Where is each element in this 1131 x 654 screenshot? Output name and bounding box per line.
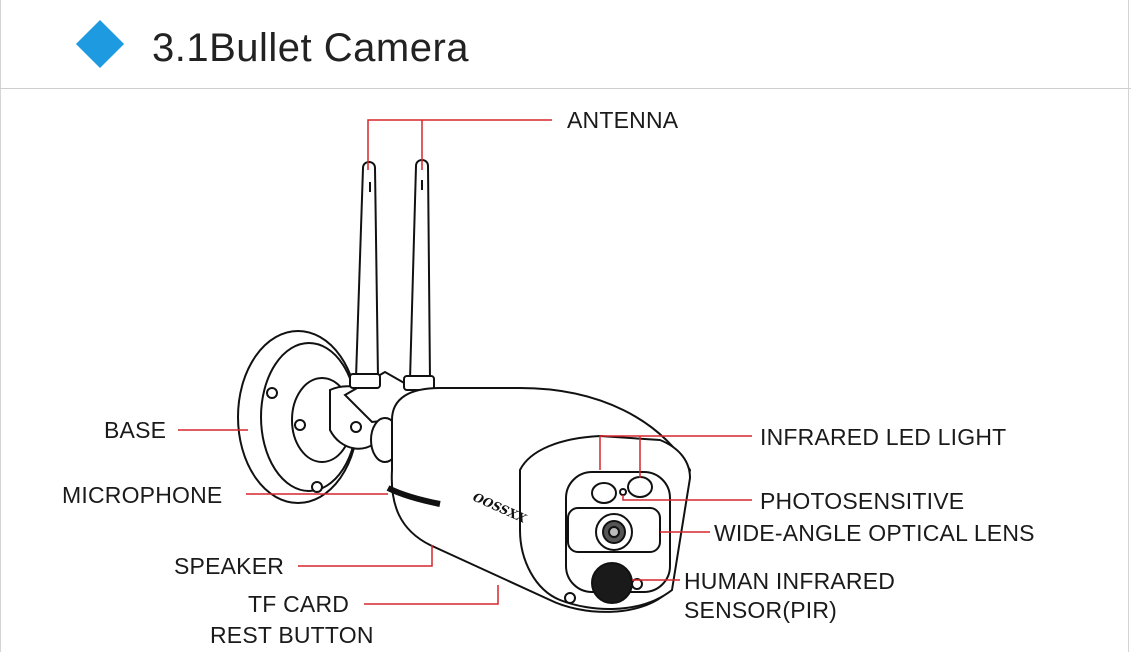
leader-photosensitive	[622, 495, 752, 501]
leader-speaker	[298, 545, 433, 567]
label-pir-line2: SENSOR(PIR)	[684, 597, 837, 623]
antenna-right	[403, 159, 435, 391]
section-title: 3.1Bullet Camera	[152, 26, 470, 70]
section-header: 3.1Bullet Camera	[0, 0, 1131, 90]
header-divider	[0, 88, 1131, 89]
label-infrared-led: INFRARED LED LIGHT	[760, 424, 1007, 450]
leader-tf-card	[364, 585, 499, 605]
label-base: BASE	[104, 417, 167, 443]
camera-front	[564, 476, 661, 604]
label-lens: WIDE-ANGLE OPTICAL LENS	[714, 520, 1035, 546]
label-speaker: SPEAKER	[174, 553, 285, 579]
label-rest-button: REST BUTTON	[210, 622, 374, 648]
leader-antenna	[367, 119, 552, 170]
label-tf-card: TF CARD	[248, 591, 350, 617]
leader-lines	[178, 119, 752, 605]
antenna-left	[349, 161, 381, 389]
label-antenna: ANTENNA	[567, 107, 679, 133]
label-photosensitive: PHOTOSENSITIVE	[760, 488, 965, 514]
leader-infrared-led	[599, 435, 752, 470]
label-pir: HUMAN INFRARED	[684, 568, 896, 594]
label-microphone: MICROPHONE	[62, 482, 223, 508]
